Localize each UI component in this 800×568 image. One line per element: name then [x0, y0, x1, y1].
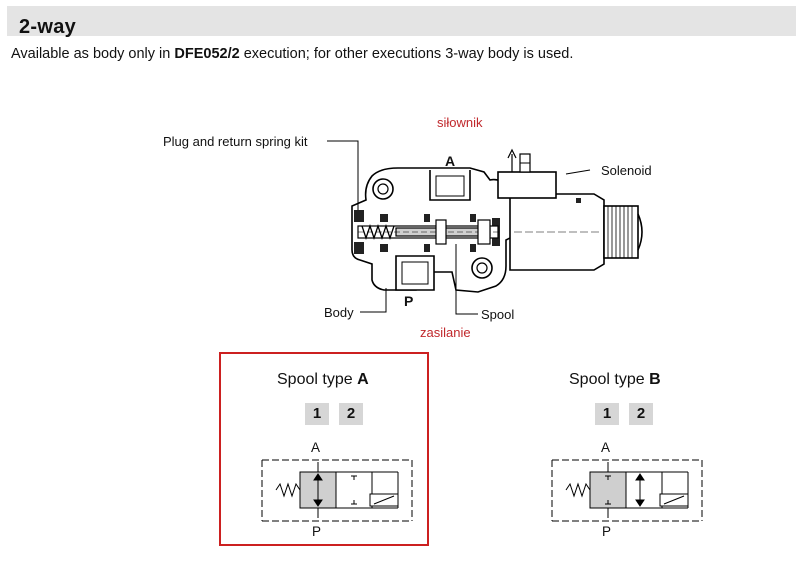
spool-a-symbol: [261, 459, 413, 522]
spool-a-port-top: A: [311, 440, 321, 455]
spool-a-port-bottom: P: [312, 524, 322, 539]
intro-code: DFE052/2: [174, 46, 240, 62]
label-port-a: A: [445, 153, 456, 169]
spool-a-title: Spool type A: [277, 371, 369, 389]
solenoid-body: [497, 148, 643, 271]
spool-a-title-prefix: Spool type: [277, 371, 358, 388]
spool-b-position-1: 1: [595, 403, 619, 425]
spool-a-highlight-frame: [219, 352, 429, 546]
spool-a-position-2: 2: [339, 403, 363, 425]
label-body: Body: [324, 305, 354, 320]
label-zasilanie: zasilanie: [420, 325, 471, 340]
spool-b-port-bottom: P: [602, 524, 612, 539]
spool-b-title-letter: B: [649, 371, 661, 388]
label-spool: Spool: [481, 307, 515, 322]
spool-b-position-2: 2: [629, 403, 653, 425]
leader-lines: [327, 140, 591, 315]
section-title: 2-way: [19, 16, 77, 38]
intro-before: Available as body only in: [11, 46, 175, 62]
spool-a-position-1: 1: [305, 403, 329, 425]
spool-a-title-letter: A: [357, 371, 369, 388]
label-solenoid: Solenoid: [601, 163, 652, 178]
spool-b-symbol: [551, 459, 703, 522]
section-header: 2-way: [7, 6, 796, 38]
spool-b-port-top: A: [601, 440, 611, 455]
spool-b-title-prefix: Spool type: [569, 371, 650, 388]
label-plug-spring-kit: Plug and return spring kit: [163, 134, 308, 149]
spool-b-title: Spool type B: [569, 371, 661, 389]
label-silownik: siłownik: [437, 115, 483, 130]
intro-text: Available as body only in DFE052/2 execu…: [11, 45, 573, 63]
spool-assembly: [357, 219, 500, 245]
label-port-p: P: [404, 293, 414, 309]
intro-after: execution; for other executions 3-way bo…: [239, 46, 574, 62]
